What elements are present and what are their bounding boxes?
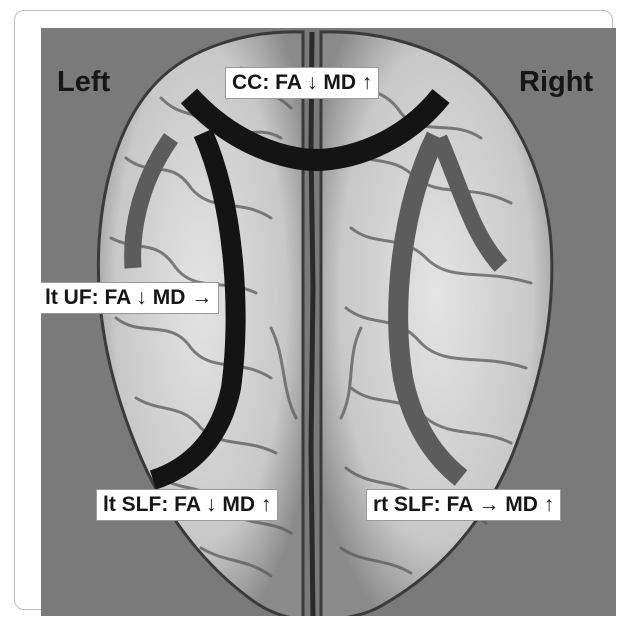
lt-uf-label: lt UF: FA ↓ MD → (41, 282, 219, 314)
brain-illustration (41, 28, 616, 616)
right-hemisphere (321, 32, 552, 616)
brain-figure-panel: Left Right CC: FA ↓ MD ↑ lt UF: FA ↓ MD … (41, 28, 616, 616)
rt-slf-label: rt SLF: FA → MD ↑ (366, 489, 561, 521)
midline-fissure (311, 32, 313, 616)
cc-label: CC: FA ↓ MD ↑ (225, 67, 379, 99)
lt-slf-label: lt SLF: FA ↓ MD ↑ (96, 489, 278, 521)
left-side-label: Left (57, 68, 110, 97)
right-side-label: Right (519, 68, 593, 97)
